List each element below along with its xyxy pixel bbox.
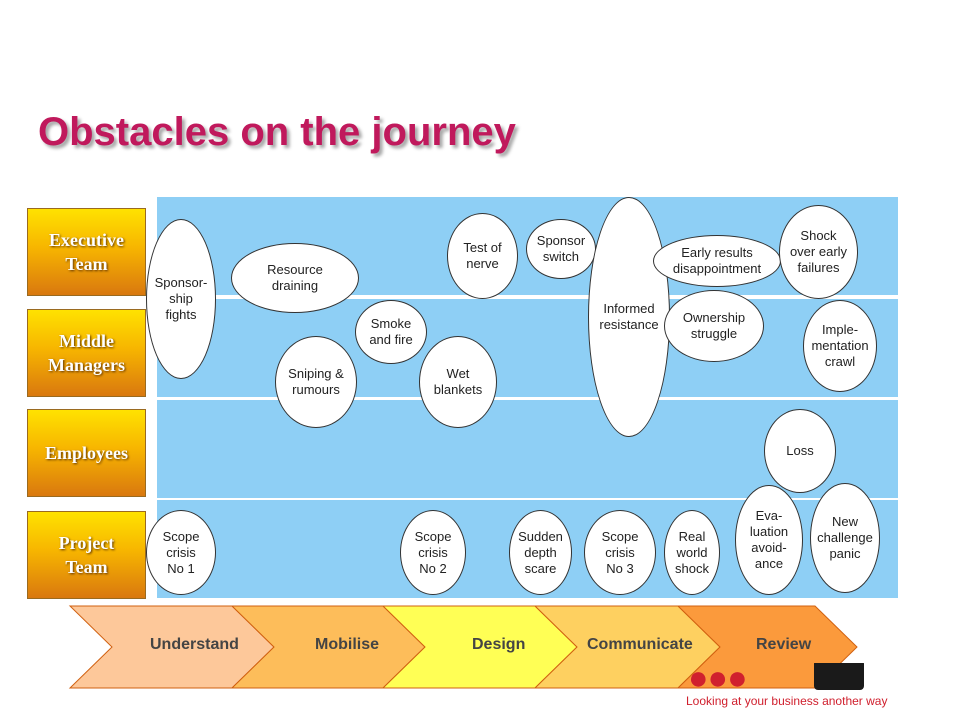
obstacle-sponsor-switch: Sponsor switch [526, 219, 596, 279]
logo-wordmark: ●●● [686, 663, 870, 693]
obstacle-scope-crisis-3: Scope crisis No 3 [584, 510, 656, 595]
phase-label-mobilise: Mobilise [315, 636, 380, 653]
obstacle-evaluation-avoidance: Eva- luation avoid- ance [735, 485, 803, 595]
row-label-project-team: Project Team [27, 511, 146, 599]
lane-band-middle-managers [157, 299, 898, 397]
obstacle-informed-resistance: Informed resistance [588, 197, 670, 437]
obstacle-resource-draining: Resource draining [231, 243, 359, 313]
obstacle-smoke-and-fire: Smoke and fire [355, 300, 427, 364]
obstacle-sudden-depth-scare: Sudden depth scare [509, 510, 572, 595]
obstacle-scope-crisis-2: Scope crisis No 2 [400, 510, 466, 595]
phase-label-understand: Understand [150, 636, 239, 653]
obstacle-scope-crisis-1: Scope crisis No 1 [146, 510, 216, 595]
obstacle-loss: Loss [764, 409, 836, 493]
phase-chevron-bar [68, 605, 858, 689]
phase-label-review: Review [756, 636, 812, 653]
obstacle-ownership-struggle: Ownership struggle [664, 290, 764, 362]
obstacle-implementation-crawl: Imple- mentation crawl [803, 300, 877, 392]
row-label-executive-team: Executive Team [27, 208, 146, 296]
obstacle-shock-over-early-failures: Shock over early failures [779, 205, 858, 299]
row-label-employees: Employees [27, 409, 146, 497]
phase-label-design: Design [472, 636, 526, 653]
page-title: Obstacles on the journey [38, 110, 516, 154]
obstacle-new-challenge-panic: New challenge panic [810, 483, 880, 593]
obstacle-early-results-disappointment: Early results disappointment [653, 235, 781, 287]
obstacle-real-world-shock: Real world shock [664, 510, 720, 595]
obstacle-test-of-nerve: Test of nerve [447, 213, 518, 299]
company-logo: ●●● Looking at your business another way [686, 663, 887, 713]
logo-tagline: Looking at your business another way [686, 694, 888, 708]
obstacle-sniping-rumours: Sniping & rumours [275, 336, 357, 428]
obstacle-wet-blankets: Wet blankets [419, 336, 497, 428]
obstacle-sponsorship-fights: Sponsor- ship fights [146, 219, 216, 379]
phase-label-communicate: Communicate [587, 636, 693, 653]
row-label-middle-managers: Middle Managers [27, 309, 146, 397]
